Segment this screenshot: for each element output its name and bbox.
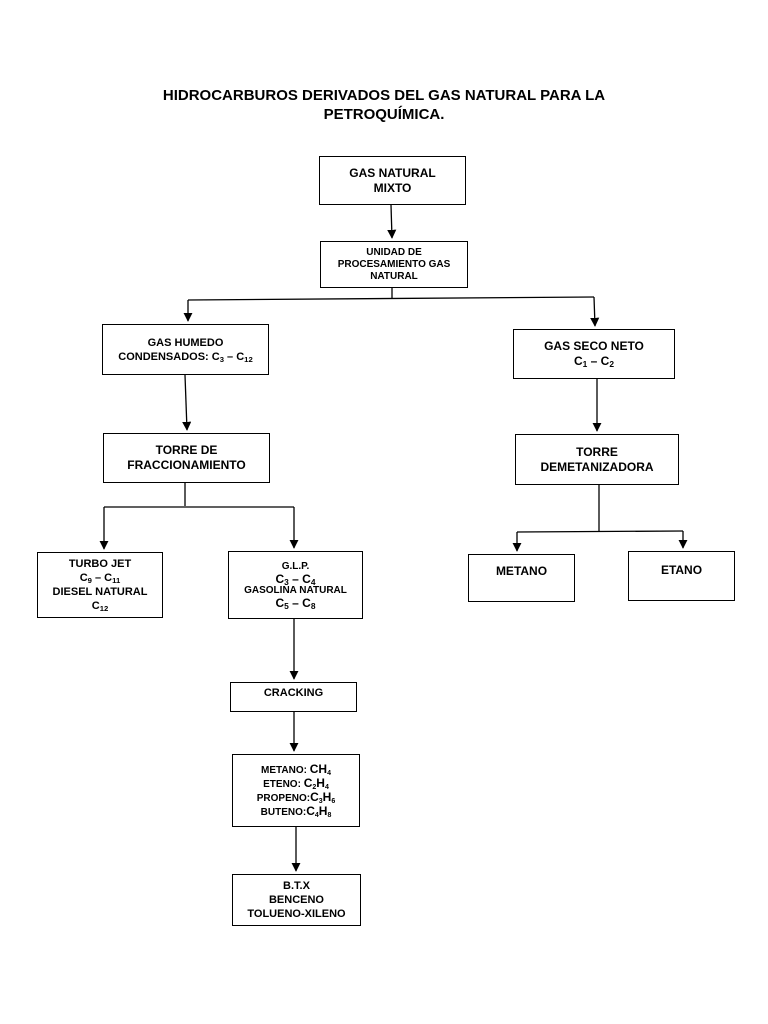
node-productos-cracking: METANO: CH4 ETENO: C2H4 PROPENO:C3H6 BUT… <box>232 754 360 827</box>
page-title: HIDROCARBUROS DERIVADOS DEL GAS NATURAL … <box>100 86 668 124</box>
node-gas-seco-neto: GAS SECO NETO C1 – C2 <box>513 329 675 379</box>
node-gas-humedo: GAS HUMEDO CONDENSADOS: C3 – C12 <box>102 324 269 375</box>
node-glp: G.L.P. C3 – C4 GASOLINA NATURAL C5 – C8 <box>228 551 363 619</box>
line-split-horizontal <box>187 296 595 301</box>
arrow-split-gasseco <box>590 296 600 327</box>
title-line-1: HIDROCARBUROS DERIVADOS DEL GAS NATURAL … <box>162 87 606 104</box>
node-etano: ETANO <box>628 551 735 601</box>
node-gas-natural-mixto: GAS NATURAL MIXTO <box>319 156 466 205</box>
node-cracking: CRACKING <box>230 682 357 712</box>
line-demet-horizontal <box>516 530 684 533</box>
arrow-gashumedo-torrefrac <box>182 374 192 431</box>
node-torre-demetanizadora: TORRE DEMETANIZADORA <box>515 434 679 485</box>
arrow-gasnatural-unidad <box>387 204 397 239</box>
node-metano: METANO <box>468 554 575 602</box>
node-unidad-procesamiento: UNIDAD DE PROCESAMIENTO GAS NATURAL <box>320 241 468 288</box>
node-torre-fraccionamiento: TORRE DE FRACCIONAMIENTO <box>103 433 270 483</box>
node-turbo-jet: TURBO JET C9 – C11 DIESEL NATURAL C12 <box>37 552 163 618</box>
title-line-2: PETROQUÍMICA. <box>323 106 445 123</box>
node-btx: B.T.X BENCENO TOLUENO-XILENO <box>232 874 361 926</box>
